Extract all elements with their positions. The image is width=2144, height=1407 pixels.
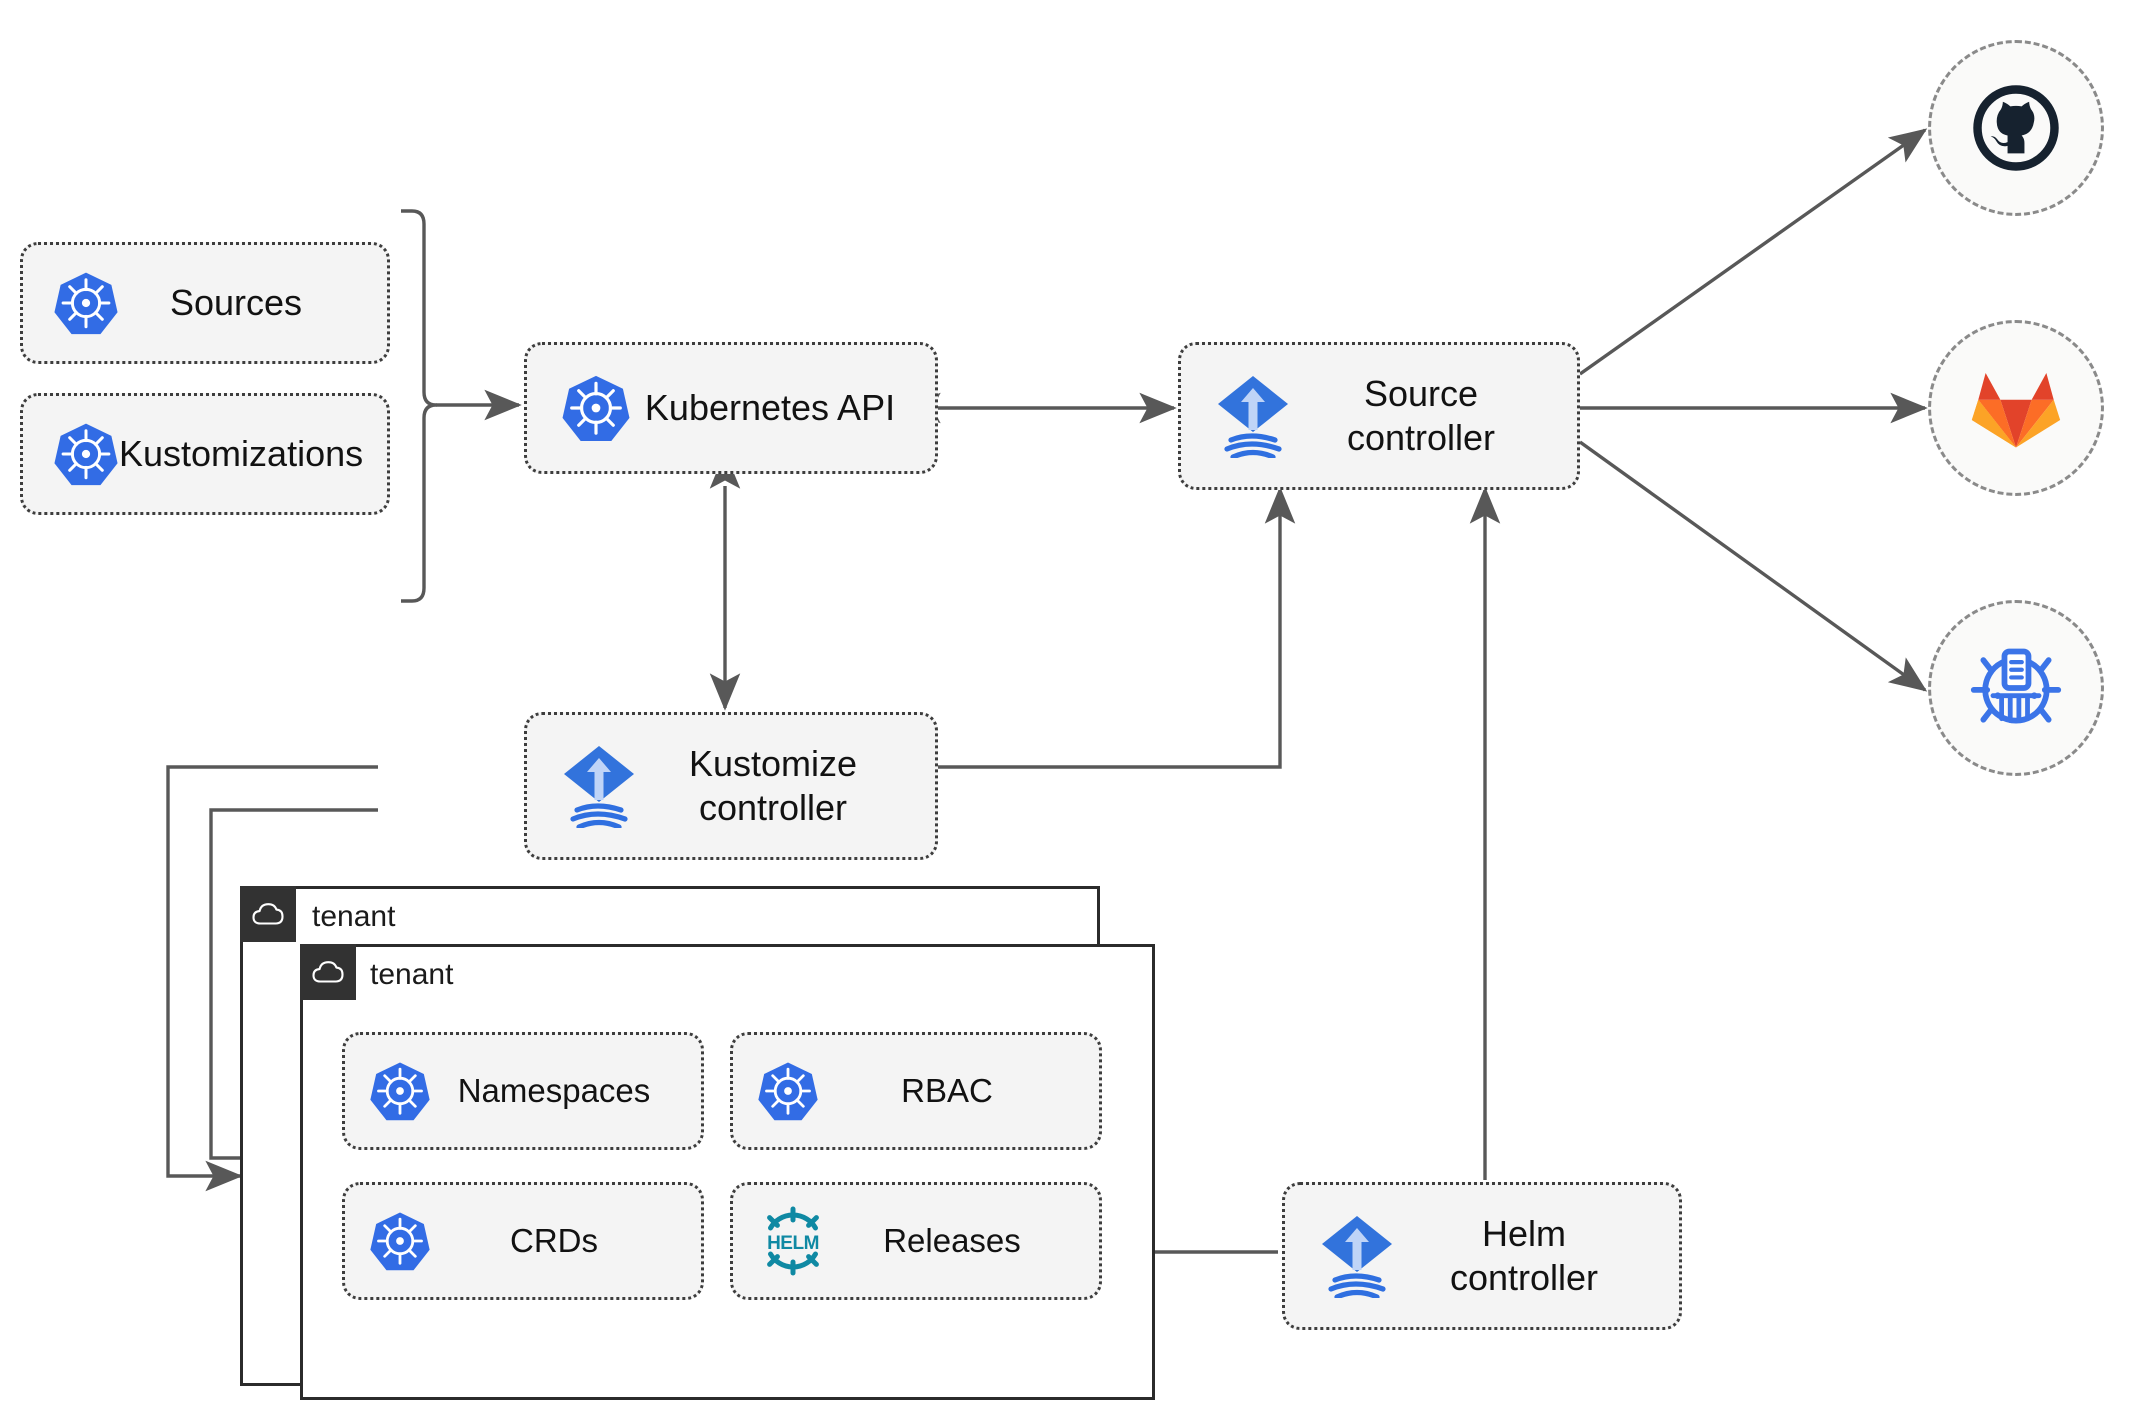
node-label: Namespaces (457, 1071, 651, 1109)
node-kustomizations[interactable]: Kustomizations (20, 393, 390, 515)
node-sources[interactable]: Sources (20, 242, 390, 364)
tenant-panel-front[interactable] (300, 944, 1155, 1400)
node-label: Kustomizations (119, 433, 364, 475)
node-helm-controller[interactable]: Helm controller (1282, 1182, 1682, 1330)
node-label: RBAC (901, 1071, 993, 1109)
cloud-icon (252, 903, 284, 925)
kubernetes-icon (53, 421, 119, 487)
helm-repository-icon (1970, 648, 2062, 724)
kubernetes-icon (757, 1060, 819, 1122)
node-kubernetes-api[interactable]: Kubernetes API (524, 342, 938, 474)
helm-icon: HELM (757, 1205, 829, 1277)
kubernetes-icon (369, 1060, 431, 1122)
tenant-tab-front (300, 944, 356, 1000)
node-label: CRDs (510, 1221, 598, 1259)
node-crds[interactable]: CRDs (342, 1182, 704, 1300)
tenant-tab-back (240, 886, 296, 942)
tenant-label-back: tenant (312, 900, 396, 933)
svg-text:HELM: HELM (767, 1233, 819, 1254)
node-rbac[interactable]: RBAC (730, 1032, 1102, 1150)
node-label: Kubernetes API (644, 387, 896, 429)
node-source-controller[interactable]: Source controller (1178, 342, 1580, 490)
endpoint-github[interactable] (1928, 40, 2104, 216)
kubernetes-icon (53, 270, 119, 336)
wire-source-to-bucket (1579, 440, 1928, 692)
wire-kustomize-to-source (938, 486, 1296, 769)
node-label: Kustomize controller (688, 743, 858, 828)
flux-icon (561, 744, 637, 828)
node-releases[interactable]: HELM Releases (730, 1182, 1102, 1300)
flux-icon (1215, 374, 1291, 458)
tenant-label-front: tenant (370, 958, 454, 991)
node-label: Sources (169, 282, 303, 324)
cloud-icon (312, 961, 344, 983)
wire-source-to-github (1579, 128, 1928, 376)
node-kustomize-controller[interactable]: Kustomize controller (524, 712, 938, 860)
wire-bracket-group (401, 209, 438, 603)
node-namespaces[interactable]: Namespaces (342, 1032, 704, 1150)
node-label: Releases (883, 1221, 1021, 1259)
gitlab-icon (1971, 373, 2061, 448)
node-label: Source controller (1346, 373, 1496, 458)
kubernetes-icon (369, 1210, 431, 1272)
github-icon (1973, 85, 2059, 171)
endpoint-helm-repository[interactable] (1928, 600, 2104, 776)
endpoint-gitlab[interactable] (1928, 320, 2104, 496)
node-label: Helm controller (1449, 1213, 1599, 1298)
flux-icon (1319, 1214, 1395, 1298)
kubernetes-icon (561, 373, 631, 443)
